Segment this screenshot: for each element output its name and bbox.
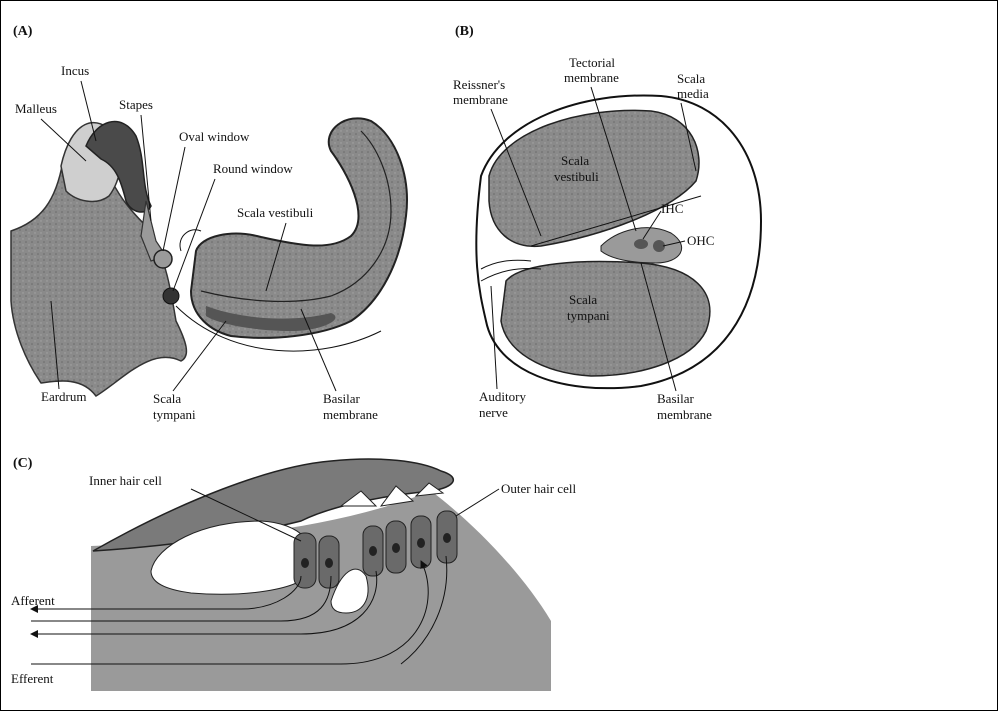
label-round-window: Round window: [213, 161, 293, 176]
oval-window-shape: [154, 250, 172, 268]
label-reissners-2: membrane: [453, 92, 508, 107]
panel-a: (A) Incus Malleus Stapes Oval window Rou…: [11, 24, 407, 422]
panel-c-letter: (C): [13, 456, 33, 471]
label-tectorial-2: membrane: [564, 70, 619, 85]
label-auditory-nerve-2: nerve: [479, 405, 508, 420]
label-ohc: OHC: [687, 233, 714, 248]
label-basilar-membrane-a-1: Basilar: [323, 391, 360, 406]
label-scala-vestibuli-a: Scala vestibuli: [237, 205, 314, 220]
label-scala-tympani-a-1: Scala: [153, 391, 181, 406]
label-stapes: Stapes: [119, 97, 153, 112]
label-malleus: Malleus: [15, 101, 57, 116]
panel-c: (C): [11, 456, 576, 691]
label-scala-tympani-b-2: tympani: [567, 308, 610, 323]
panel-b-letter: (B): [455, 24, 474, 39]
panel-a-letter: (A): [13, 24, 33, 39]
label-basilar-membrane-b-1: Basilar: [657, 391, 694, 406]
cochlea-tube: [191, 118, 407, 338]
ihc-cell: [634, 239, 648, 249]
label-auditory-nerve-1: Auditory: [479, 389, 526, 404]
label-afferent: Afferent: [11, 593, 55, 608]
label-eardrum: Eardrum: [41, 389, 86, 404]
label-outer-hair-cell: Outer hair cell: [501, 481, 576, 496]
label-scala-vestibuli-b-2: vestibuli: [554, 169, 599, 184]
label-scala-media-2: media: [677, 86, 709, 101]
panel-b: (B) Reissner's membrane Tectorial membra…: [453, 24, 761, 422]
round-window-shape: [163, 288, 179, 304]
label-scala-media-1: Scala: [677, 71, 705, 86]
label-ihc: IHC: [661, 201, 683, 216]
label-incus: Incus: [61, 63, 89, 78]
label-reissners-1: Reissner's: [453, 77, 505, 92]
label-efferent: Efferent: [11, 671, 54, 686]
label-scala-tympani-a-2: tympani: [153, 407, 196, 422]
label-tectorial-1: Tectorial: [569, 55, 615, 70]
label-oval-window: Oval window: [179, 129, 250, 144]
label-inner-hair-cell: Inner hair cell: [89, 473, 162, 488]
label-basilar-membrane-b-2: membrane: [657, 407, 712, 422]
label-basilar-membrane-a-2: membrane: [323, 407, 378, 422]
label-scala-tympani-b-1: Scala: [569, 292, 597, 307]
label-scala-vestibuli-b-1: Scala: [561, 153, 589, 168]
